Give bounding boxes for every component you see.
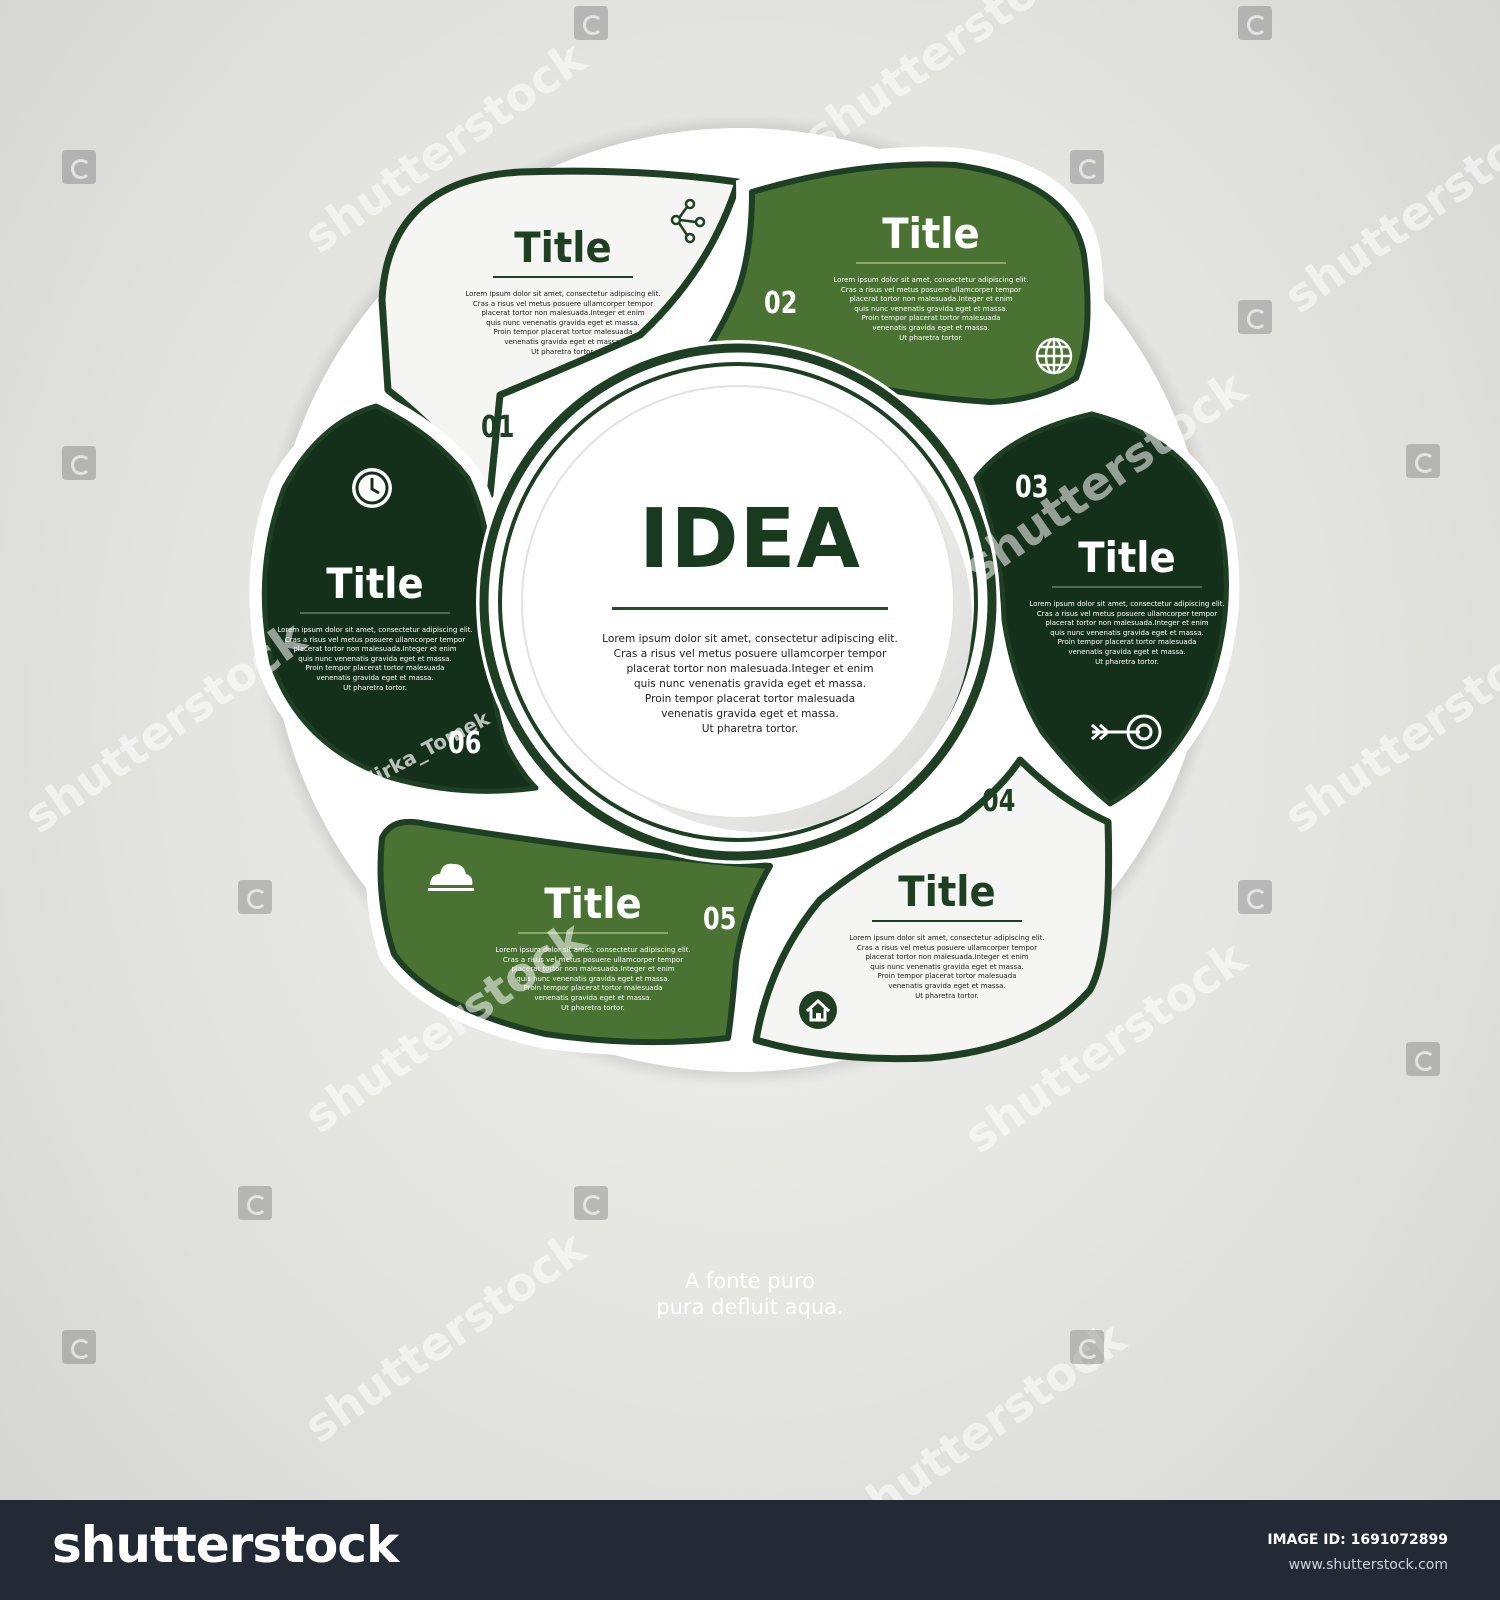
petal-04-shape [752,756,1113,1063]
network-share-icon [670,198,706,244]
petal-05-content: Title Lorem ipsum dolor sit amet, consec… [488,882,698,1013]
footer-url: www.shutterstock.com [1288,1557,1448,1573]
petal-03-content: Title Lorem ipsum dolor sit amet, consec… [1022,536,1232,667]
globe-icon [1035,337,1073,375]
home-icon [799,991,837,1029]
petal-06-shape [249,392,560,805]
center-title: IDEA [638,492,862,587]
cloud-icon [428,863,474,891]
caption: A fonte puro pura defluit aqua. [550,1268,950,1320]
petal-03-shape [960,402,1240,818]
footer-bar: shutterstock IMAGE ID: 1691072899 www.sh… [0,1500,1500,1600]
center-content: IDEA Lorem ipsum dolor sit amet, consect… [560,495,940,737]
step-number-03: 03 [1015,470,1049,505]
petal-01-rule [493,276,633,278]
petal-06-text: Lorem ipsum dolor sit amet, consectetur … [277,626,473,692]
petal-02-content: Title Lorem ipsum dolor sit amet, consec… [826,212,1036,343]
caption-line-1: A fonte puro [684,1269,816,1293]
petal-06-content: Title Lorem ipsum dolor sit amet, consec… [270,562,480,693]
caption-line-2: pura defluit aqua. [656,1295,844,1319]
step-number-06: 06 [448,726,482,761]
petal-05-text: Lorem ipsum dolor sit amet, consectetur … [495,946,691,1012]
center-ring [476,340,1000,864]
clock-icon [352,468,392,508]
petal-02-text: Lorem ipsum dolor sit amet, consectetur … [833,276,1029,342]
petal-04-rule [872,920,1022,922]
step-number-04: 04 [982,784,1016,819]
petal-03-text: Lorem ipsum dolor sit amet, consectetur … [1029,600,1225,666]
footer-logo: shutterstock [52,1516,399,1574]
petal-05-rule [518,932,668,934]
target-arrow-icon [1091,714,1162,750]
cycle-diagram [249,122,1240,1078]
footer-image-id: IMAGE ID: 1691072899 [1267,1532,1448,1548]
petal-02-title: Title [882,209,980,258]
center-rule [612,607,888,610]
petal-04-title: Title [898,867,996,916]
step-number-02: 02 [764,286,798,321]
step-number-05: 05 [703,902,737,937]
petal-01-text: Lorem ipsum dolor sit amet, consectetur … [465,290,661,356]
petal-04-text: Lorem ipsum dolor sit amet, consectetur … [849,934,1045,1000]
petal-06-title: Title [326,559,424,608]
petal-01-title: Title [514,223,612,272]
petal-03-title: Title [1078,533,1176,582]
center-text: Lorem ipsum dolor sit amet, consectetur … [602,633,898,735]
petal-05-title: Title [544,879,642,928]
petal-01-content: Title Lorem ipsum dolor sit amet, consec… [458,226,668,357]
petal-02-rule [856,262,1006,264]
infographic-canvas: 01 02 03 04 05 06 Title Lorem ipsum dolo… [62,6,1440,1364]
petal-03-rule [1052,586,1202,588]
petal-06-rule [300,612,450,614]
petal-04-content: Title Lorem ipsum dolor sit amet, consec… [842,870,1052,1001]
step-number-01: 01 [481,410,515,445]
